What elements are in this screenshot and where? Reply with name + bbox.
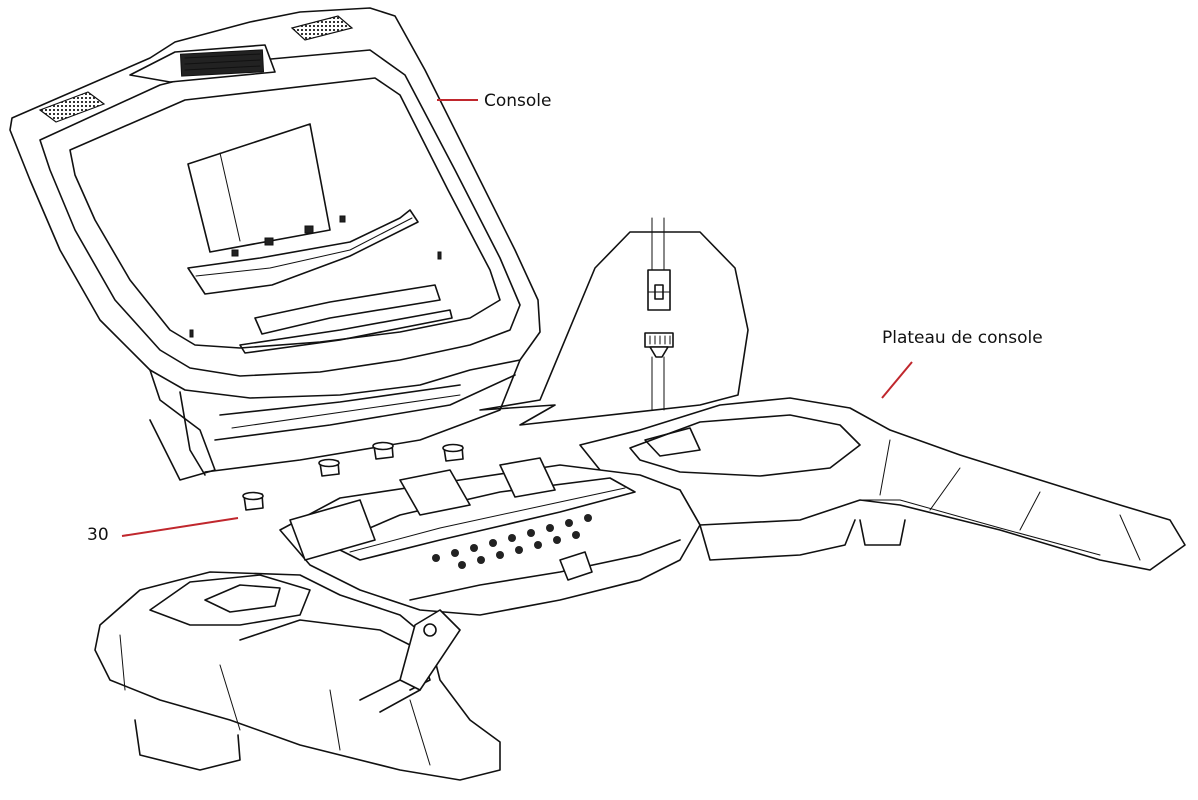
connector-detail: [479, 217, 749, 426]
callout-console: Console: [437, 91, 552, 111]
console-unit: [9, 7, 541, 481]
callout-console-tray: Plateau de console: [881, 328, 1043, 399]
bolt: [318, 458, 340, 477]
label-part-30: 30: [87, 525, 109, 545]
bolt: [372, 441, 394, 460]
label-console-tray: Plateau de console: [882, 328, 1043, 348]
bolt: [442, 443, 464, 462]
leader-line-part-30: [121, 517, 239, 537]
bolt: [242, 491, 264, 511]
label-console: Console: [484, 91, 552, 111]
mounting-bolts: [242, 441, 464, 511]
console-tray: [94, 397, 1186, 781]
callout-part-30: 30: [87, 517, 239, 545]
leader-line-console-tray: [881, 361, 913, 399]
